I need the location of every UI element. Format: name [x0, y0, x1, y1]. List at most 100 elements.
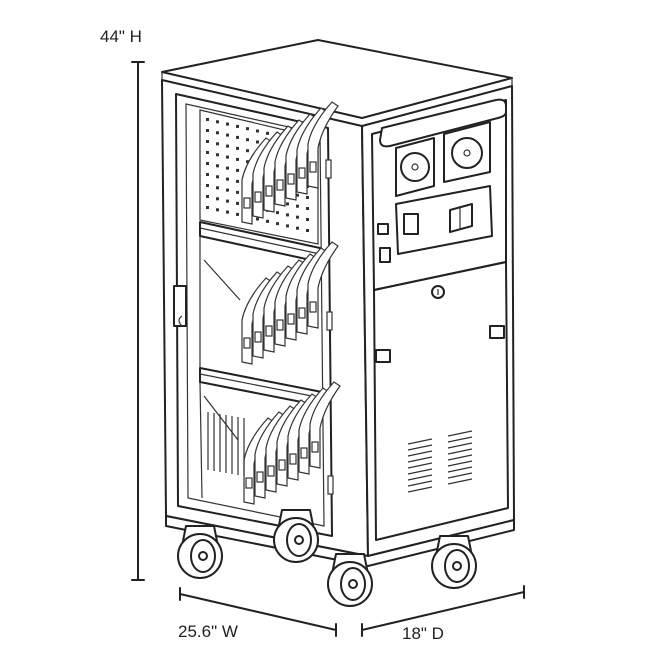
height-label: 44" H	[100, 27, 142, 46]
vent-slat	[447, 460, 473, 467]
switch-icon	[377, 223, 389, 235]
side-hinge	[375, 349, 391, 363]
perforation-hole	[296, 226, 299, 230]
slot-connector	[243, 337, 251, 349]
vent-slat	[407, 462, 433, 469]
slot-connector	[300, 447, 308, 459]
perforation-hole	[216, 142, 219, 146]
vent-slat	[447, 466, 473, 473]
power-switch-icon	[379, 247, 391, 263]
slot-connector	[243, 197, 251, 209]
slot-connector	[256, 471, 264, 483]
width-dimension-line	[179, 587, 337, 637]
slot-connector	[311, 441, 319, 453]
slot-connector	[265, 185, 273, 197]
perforation-hole	[266, 219, 269, 223]
device-slots-bottom	[243, 381, 341, 505]
slot-connector	[298, 167, 306, 179]
vent-slat	[407, 444, 433, 451]
perforation-hole	[296, 193, 299, 197]
perforation-hole	[216, 164, 219, 168]
fan-icon	[443, 121, 491, 183]
perforation-hole	[256, 217, 259, 221]
caster-wheel-icon	[177, 525, 223, 579]
perforation-hole	[286, 224, 289, 228]
slot-connector	[245, 477, 253, 489]
side-vent	[407, 430, 473, 493]
perforation-hole	[286, 213, 289, 217]
perforation-hole	[226, 199, 229, 203]
perforation-hole	[216, 208, 219, 212]
perforation-hole	[306, 196, 309, 199]
perforation-hole	[236, 179, 239, 183]
perforation-hole	[206, 184, 209, 187]
perforation-hole	[236, 157, 239, 161]
slot-connector	[278, 459, 286, 471]
vent-slat	[407, 438, 433, 445]
perforation-hole	[236, 135, 239, 139]
side-hinge	[489, 325, 505, 339]
perforation-hole	[256, 140, 259, 144]
vent-slat	[447, 472, 473, 479]
perforation-hole	[246, 138, 249, 142]
perforation-hole	[266, 131, 269, 135]
door-latch	[173, 285, 187, 327]
perforation-hole	[206, 118, 209, 121]
perforation-hole	[206, 151, 209, 154]
vent-slat	[407, 474, 433, 481]
perforation-hole	[256, 129, 259, 133]
perforation-hole	[236, 124, 239, 128]
perforation-hole	[206, 173, 209, 176]
slot-connector	[289, 453, 297, 465]
caster-wheel-icon	[177, 509, 477, 607]
slot-connector	[276, 319, 284, 331]
height-dimension-line	[131, 61, 145, 581]
glass-door	[175, 93, 333, 537]
slot-connector	[309, 301, 317, 313]
side-handle	[379, 98, 507, 148]
vent-slat	[407, 468, 433, 475]
slot-connector	[254, 191, 262, 203]
perforation-hole	[226, 188, 229, 192]
perforation-hole	[206, 195, 209, 198]
caster-wheel-icon	[431, 535, 477, 589]
vent-slat	[447, 454, 473, 461]
vent-slat	[447, 442, 473, 449]
slot-connector	[309, 161, 317, 173]
perforated-back-panel	[199, 109, 319, 245]
perforation-hole	[306, 207, 309, 210]
perforation-hole	[276, 211, 279, 215]
perforation-hole	[236, 212, 239, 216]
slot-connector	[287, 313, 295, 325]
perforation-hole	[306, 229, 309, 232]
perforation-hole	[226, 177, 229, 181]
perforation-hole	[216, 153, 219, 157]
caster-wheel-icon	[327, 553, 373, 607]
slot-connector	[287, 173, 295, 185]
vent-slat	[407, 456, 433, 463]
vent-slat	[407, 486, 433, 493]
perforation-hole	[216, 197, 219, 201]
caster-wheel-icon	[273, 509, 319, 563]
vent-slat	[407, 480, 433, 487]
fan-icon	[395, 137, 435, 197]
depth-dimension-line	[361, 585, 525, 637]
perforation-hole	[226, 155, 229, 159]
perforation-hole	[226, 122, 229, 126]
perforation-hole	[246, 127, 249, 131]
slot-connector	[265, 325, 273, 337]
perforation-hole	[226, 133, 229, 137]
side-lower-door	[373, 261, 509, 541]
perforation-hole	[236, 190, 239, 194]
perforation-hole	[206, 206, 209, 209]
device-slots-top	[241, 101, 339, 225]
slot-connector	[254, 331, 262, 343]
perforation-hole	[216, 175, 219, 179]
perforation-hole	[236, 168, 239, 172]
lock-icon	[431, 285, 445, 299]
vent-slat	[407, 450, 433, 457]
perforation-hole	[206, 129, 209, 132]
vent-slat	[447, 448, 473, 455]
